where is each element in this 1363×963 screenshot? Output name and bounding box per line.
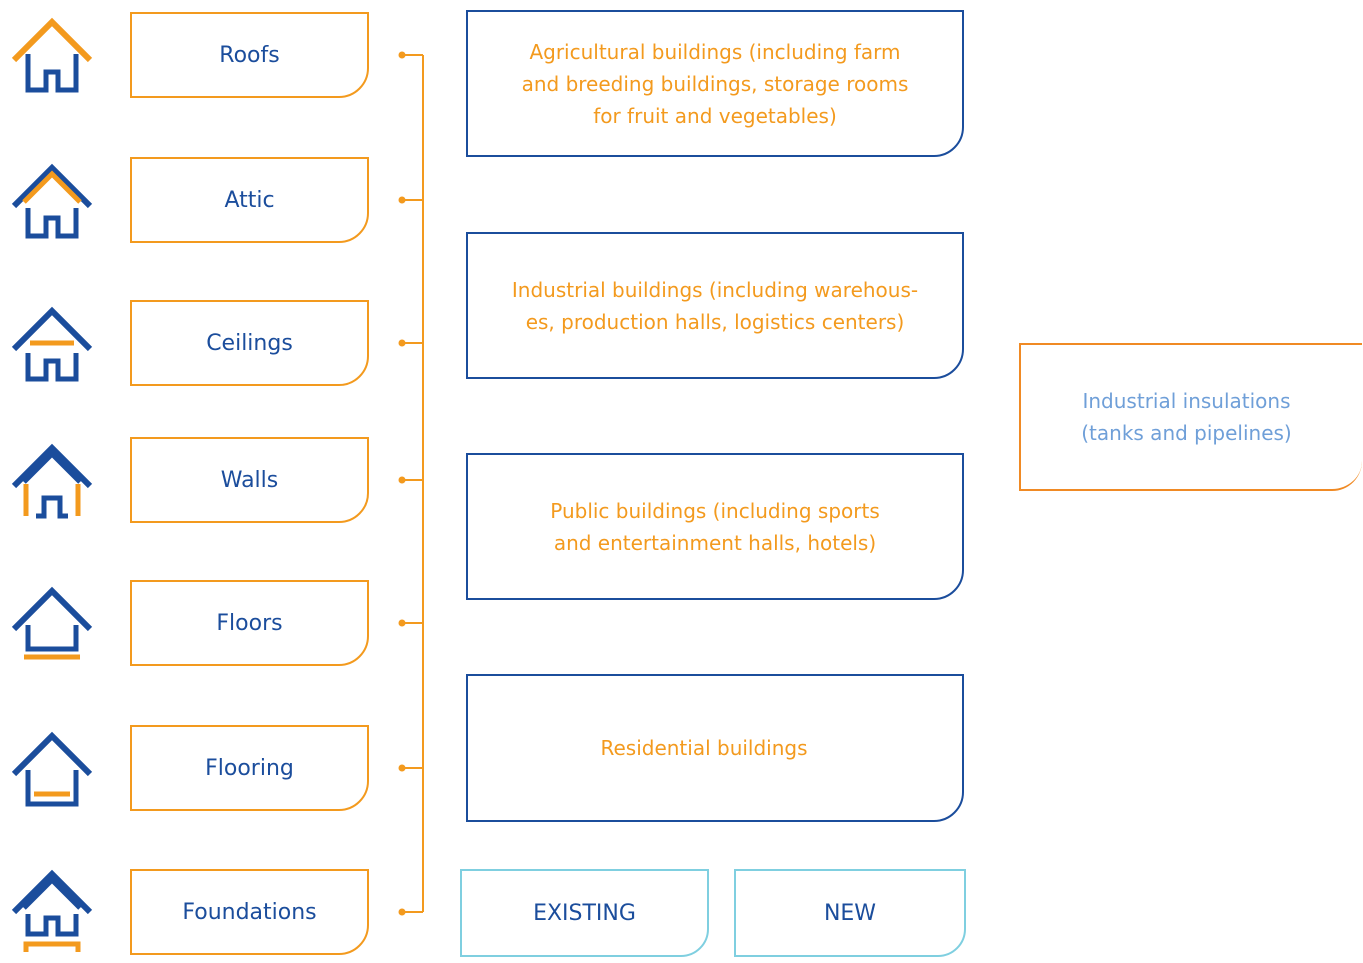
application-label: Flooring: [205, 755, 294, 781]
building-box-public: Public buildings (including sports and e…: [466, 453, 964, 600]
building-text-line: and entertainment halls, hotels): [553, 530, 877, 555]
application-box-flooring: Flooring: [130, 725, 369, 811]
house-flooring-icon: [10, 728, 94, 812]
new-label: NEW: [823, 900, 877, 926]
application-label: Attic: [224, 187, 275, 213]
building-box-industrial: Industrial buildings (including warehous…: [466, 232, 964, 379]
application-label: Roofs: [219, 42, 280, 68]
application-box-floors: Floors: [130, 580, 369, 666]
house-roof-icon: [10, 14, 94, 98]
building-text-line: and breeding buildings, storage rooms: [521, 71, 909, 96]
building-text-line: Public buildings (including sports: [550, 498, 880, 523]
application-label: Walls: [220, 467, 279, 493]
industrial-insulations-box: Industrial insulations (tanks and pipeli…: [1019, 343, 1362, 491]
application-box-roofs: Roofs: [130, 12, 369, 98]
new-box: NEW: [734, 869, 966, 957]
application-box-attic: Attic: [130, 157, 369, 243]
house-walls-icon: [10, 440, 94, 524]
application-label: Foundations: [182, 899, 317, 925]
application-label: Ceilings: [206, 330, 293, 356]
building-text-line: for fruit and vegetables): [593, 103, 837, 128]
house-floor-icon: [10, 583, 94, 667]
building-text-line: Residential buildings: [600, 736, 808, 760]
industrial-text-line: (tanks and pipelines): [1081, 421, 1292, 445]
application-box-walls: Walls: [130, 437, 369, 523]
house-foundation-icon: [10, 868, 94, 952]
building-box-agricultural: Agricultural buildings (including farm a…: [466, 10, 964, 157]
application-box-foundations: Foundations: [130, 869, 369, 955]
building-text-line: Industrial buildings (including warehous…: [511, 277, 919, 302]
building-text-line: Agricultural buildings (including farm: [529, 39, 901, 64]
existing-label: EXISTING: [533, 900, 636, 926]
industrial-text-line: Industrial insulations: [1082, 389, 1291, 413]
application-label: Floors: [216, 610, 283, 636]
house-ceiling-icon: [10, 303, 94, 387]
building-text-line: es, production halls, logistics centers): [525, 309, 905, 334]
existing-box: EXISTING: [460, 869, 709, 957]
application-box-ceilings: Ceilings: [130, 300, 369, 386]
house-attic-icon: [10, 160, 94, 244]
building-box-residential: Residential buildings: [466, 674, 964, 822]
